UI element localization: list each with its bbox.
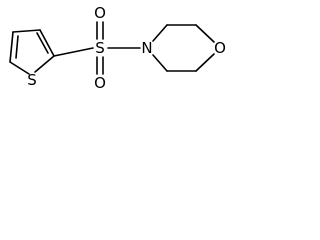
thiophene-bond-c5-s — [9, 61, 30, 75]
thiophene-bond-c4-c5 — [9, 31, 14, 63]
chemical-structure-diagram: S S O O N O — [9, 4, 226, 92]
morpholine-bond-n-c1 — [152, 24, 168, 42]
thiophene-bond-c3-c4 — [12, 29, 41, 33]
bond-thiophene-to-sulfonyl — [53, 47, 94, 57]
sulfonyl-oxygen-top-label: O — [94, 4, 106, 22]
morpholine-bond-c4-n — [152, 54, 168, 72]
thiophene-double-bond-c2-c3 — [36, 32, 49, 54]
morpholine-bond-o-c3 — [195, 53, 215, 72]
thiophene-bond-c2-c3 — [39, 29, 55, 57]
sulfonyl-sulfur-label: S — [95, 39, 105, 57]
sulfonyl-oxygen-bottom-label: O — [94, 74, 106, 92]
morpholine-ring — [152, 24, 215, 72]
morpholine-oxygen-label: O — [214, 39, 226, 57]
thiophene-bond-s-c2 — [34, 55, 55, 73]
sulfonyl-group — [96, 21, 104, 75]
thiophene-sulfur-label: S — [27, 71, 37, 89]
morpholine-nitrogen-label: N — [141, 39, 152, 57]
thiophene-double-bond-c4-c5 — [15, 35, 19, 59]
morpholine-bond-c2-o — [195, 24, 215, 43]
thiophene-ring — [9, 29, 55, 75]
